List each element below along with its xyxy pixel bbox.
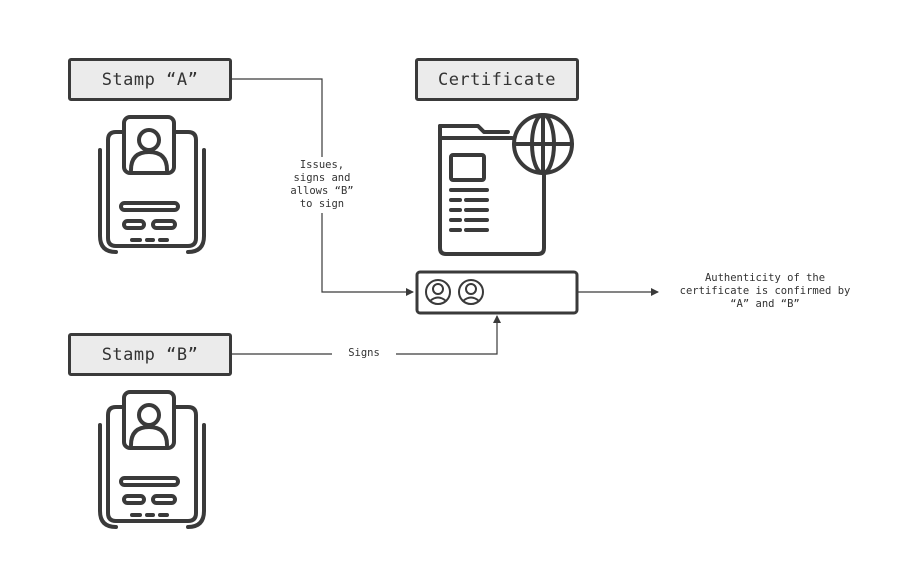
edge-label-issues: Issues, signs and allows “B” to sign (282, 157, 362, 213)
user-face-icon (425, 279, 451, 305)
id-card-icon (98, 390, 206, 529)
user-face-icon (458, 279, 484, 305)
result-label: Authenticity of the certificate is confi… (679, 272, 851, 310)
web-document-icon (438, 113, 574, 256)
stamp-b-box: Stamp “B” (68, 333, 232, 376)
stamp-a-label: Stamp “A” (101, 69, 199, 90)
stamp-a-box: Stamp “A” (68, 58, 232, 101)
edge-label-signs: Signs (332, 346, 396, 361)
connector-stamp-b-to-signatures (232, 315, 501, 355)
signature-bar (415, 270, 579, 315)
stamp-b-label: Stamp “B” (101, 344, 199, 365)
certificate-label: Certificate (437, 69, 557, 90)
certificate-box: Certificate (415, 58, 579, 101)
id-card-icon (98, 115, 206, 254)
